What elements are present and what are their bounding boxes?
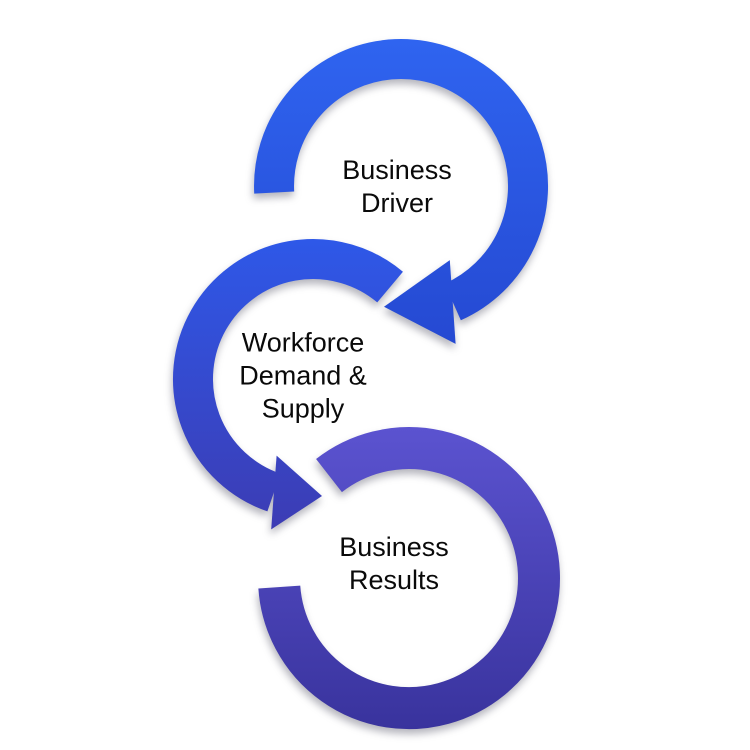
business-driver-arc [254, 38, 548, 321]
workforce-demand-supply-arc [173, 239, 403, 512]
business-results-label-line1: Business [339, 532, 449, 562]
business-driver-label-line1: Business [342, 155, 452, 185]
business-results-label-line2: Results [348, 565, 440, 595]
business-driver-label-line2: Driver [361, 188, 433, 218]
workforce-label-line2: Demand & [239, 360, 367, 391]
business-results-ring [258, 427, 560, 730]
business-driver-ring [254, 38, 548, 344]
business-results-label: Business Results [339, 531, 449, 597]
workforce-demand-supply-ring [173, 239, 403, 530]
workforce-label-line3: Supply [261, 393, 345, 424]
arrowhead-driver-to-workforce-icon [384, 260, 456, 344]
workforce-label-line1: Workforce [241, 327, 365, 358]
business-driver-label: Business Driver [342, 154, 452, 220]
arrowhead-workforce-to-results-icon [271, 455, 322, 530]
business-results-arc [258, 427, 560, 730]
workforce-demand-supply-label: Workforce Demand & Supply [239, 327, 367, 426]
